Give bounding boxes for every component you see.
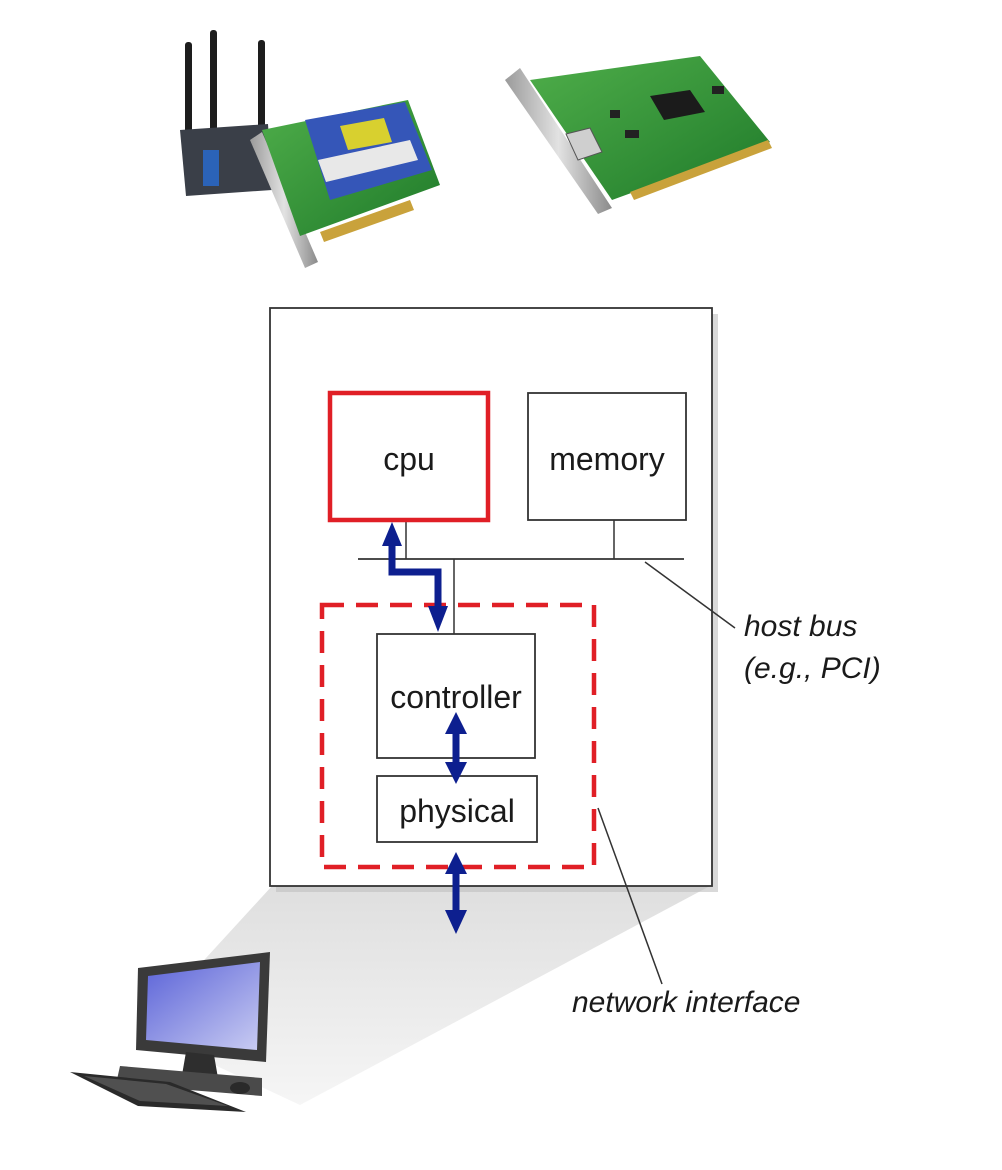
cpu-arrowhead [382, 522, 402, 546]
memory-label: memory [549, 441, 665, 477]
monitor-screen [146, 962, 260, 1050]
cpu-box [327, 390, 491, 523]
wireless-card-image [180, 30, 440, 268]
mouse [230, 1082, 250, 1094]
cpu-to-controller-arrow [388, 544, 442, 608]
physical-link-arrowhead-up [445, 852, 467, 874]
antenna-middle [210, 30, 217, 140]
cpu-label: cpu [383, 441, 435, 477]
ethernet-card-image [505, 56, 772, 214]
rj45-port [565, 127, 603, 161]
ethernet-card-component [625, 130, 639, 138]
antenna-right [258, 40, 265, 140]
controller-physical-arrowhead-down [445, 762, 467, 784]
physical-label: physical [399, 793, 515, 829]
host-bus-label: host bus [744, 610, 857, 643]
physical-box [376, 775, 538, 843]
monitor-stand [182, 1052, 218, 1078]
wireless-card-connector [320, 200, 414, 242]
ethernet-card-component [610, 110, 620, 118]
controller-physical-arrowhead-up [445, 712, 467, 734]
antenna-left [185, 42, 192, 142]
host-bus-leader-line [644, 561, 736, 629]
host-bus-example-label: (e.g., PCI) [744, 652, 881, 685]
network-interface-label: network interface [572, 986, 800, 1019]
ethernet-card-bracket [505, 68, 612, 214]
network-interface-box [319, 602, 597, 870]
computer-base [116, 1066, 262, 1096]
keyboard-keys [84, 1076, 228, 1106]
memory-box [527, 392, 687, 521]
desktop-computer-image [70, 952, 270, 1112]
cpu-to-controller-path [388, 544, 442, 608]
ethernet-card-component [712, 86, 724, 94]
physical-link-arrowhead-down [445, 910, 467, 934]
wireless-card-sticker [340, 118, 392, 150]
antenna-base-label [203, 150, 219, 186]
ethernet-card-connector [630, 140, 772, 200]
controller-label: controller [390, 679, 522, 715]
ethernet-card-chip [650, 90, 705, 120]
ethernet-card-pcb [530, 56, 770, 200]
network-interface-leader-line [597, 807, 663, 985]
wireless-card-barcode-area [318, 140, 418, 182]
controller-arrowhead [428, 606, 448, 632]
zoom-shadow [140, 886, 710, 1105]
